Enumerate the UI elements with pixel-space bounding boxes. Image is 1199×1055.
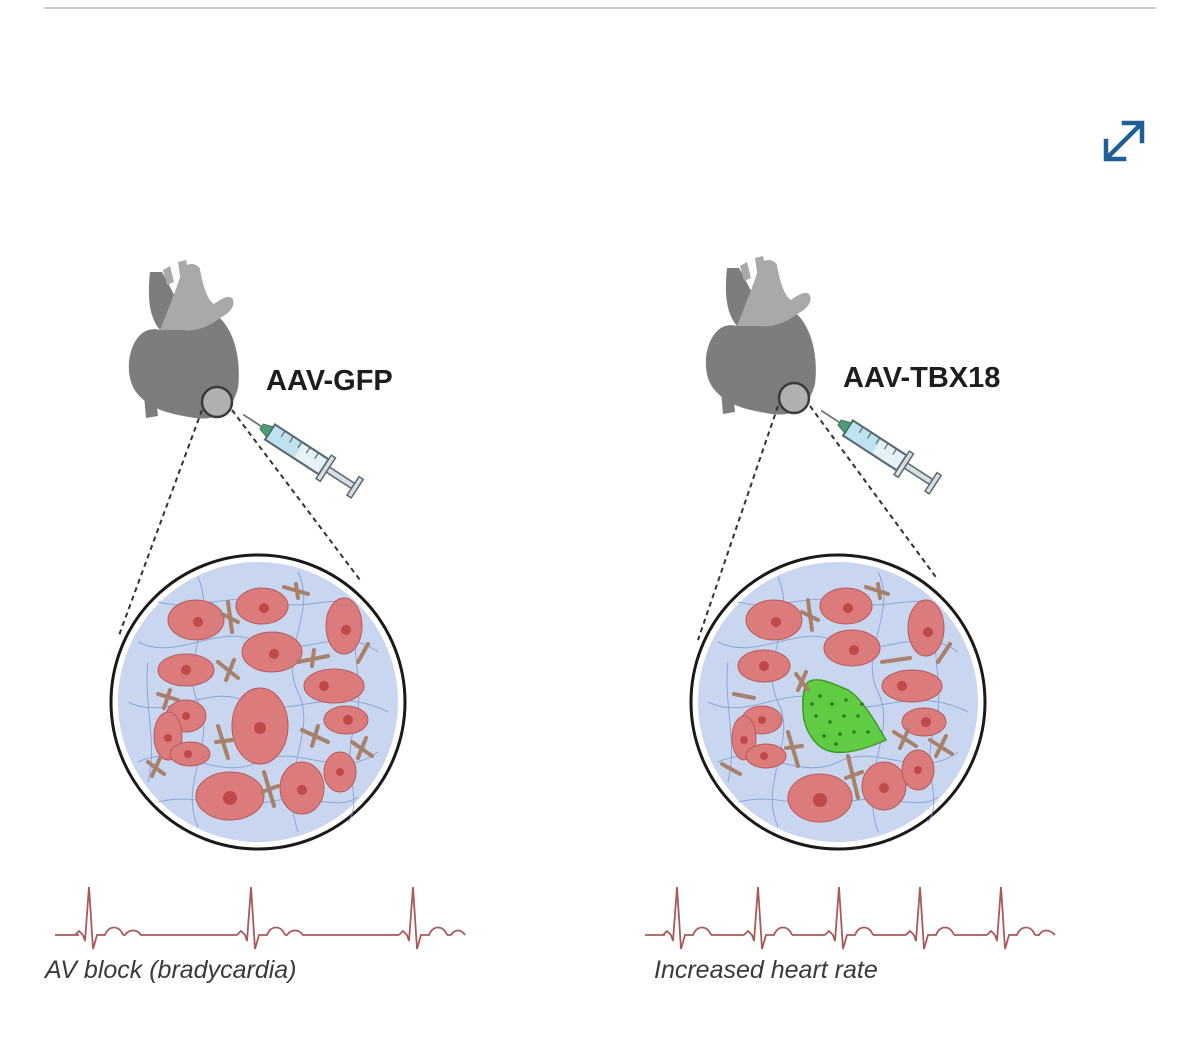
tissue-zoom-circle <box>691 555 985 849</box>
panel-treatment <box>645 256 1055 949</box>
syringe-icon <box>814 399 943 497</box>
heart-icon <box>706 256 816 415</box>
ecg-trace-increased-rate <box>645 887 1055 949</box>
heart-icon <box>129 260 239 419</box>
syringe-icon <box>236 403 365 501</box>
outcome-label-control: AV block (bradycardia) <box>45 956 297 985</box>
panel-control <box>55 260 465 949</box>
ecg-trace-bradycardia <box>55 887 465 949</box>
treatment-label-control: AAV-GFP <box>266 365 393 398</box>
outcome-label-tbx18: Increased heart rate <box>654 956 878 985</box>
treatment-label-tbx18: AAV-TBX18 <box>843 362 1000 395</box>
tissue-zoom-circle <box>111 555 405 849</box>
